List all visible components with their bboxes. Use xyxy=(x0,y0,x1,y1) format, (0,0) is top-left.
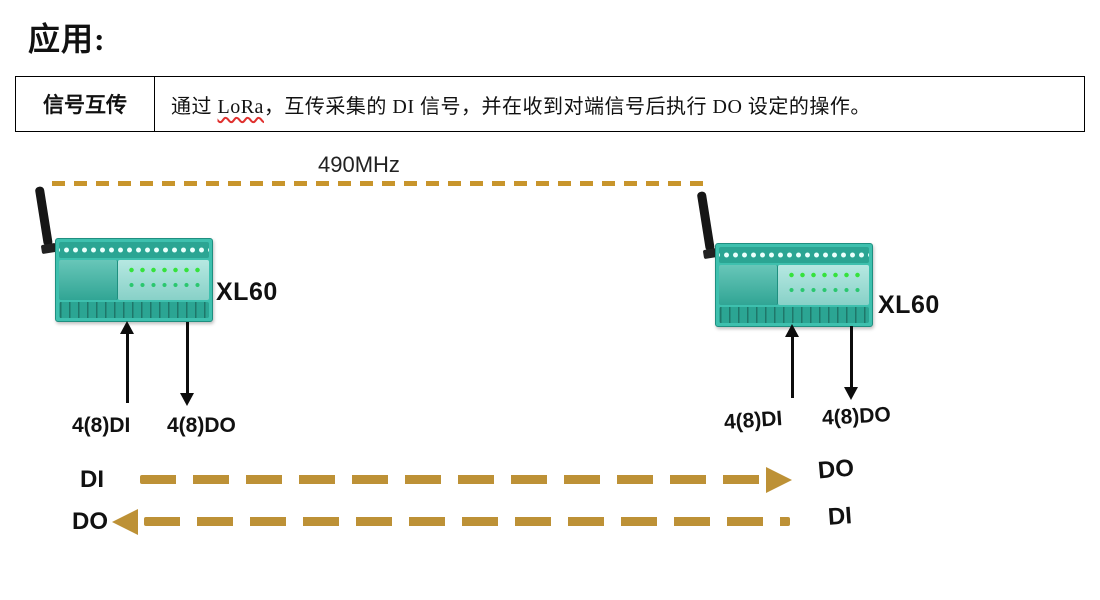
description-pre: 通过 xyxy=(171,95,218,118)
do-output-arrow-left xyxy=(180,322,194,406)
arrow-shaft xyxy=(125,331,129,403)
arrowhead-down-icon xyxy=(844,387,858,400)
device-module-panel xyxy=(59,260,118,300)
flow1-dashed-line xyxy=(140,475,766,484)
antenna-icon xyxy=(696,191,715,252)
device-body xyxy=(55,238,213,322)
device-model-label-right: XL60 xyxy=(878,291,940,319)
led-row-icon xyxy=(126,267,201,273)
do-output-arrow-right xyxy=(844,326,858,400)
device-module-panel xyxy=(719,265,778,305)
device-face xyxy=(59,260,209,300)
antenna-icon xyxy=(34,186,53,247)
description-post: ，互传采集的 DI 信号，并在收到对端信号后执行 DO 设定的操作。 xyxy=(263,95,871,118)
table-row: 信号互传 通过 LoRa，互传采集的 DI 信号，并在收到对端信号后执行 DO … xyxy=(15,76,1085,132)
flow2-arrowhead-left-icon xyxy=(112,509,138,535)
rf-link-dashed-line xyxy=(52,181,712,186)
page-title: 应用: xyxy=(28,21,106,57)
do-count-label-left: 4(8)DO xyxy=(167,414,236,437)
device-left xyxy=(55,238,213,322)
di-input-arrow-right xyxy=(785,324,799,398)
terminal-strip-bottom xyxy=(719,307,869,323)
signal-transfer-header: 信号互传 xyxy=(15,76,155,132)
flow2-dashed-line xyxy=(144,517,790,526)
flow1-arrowhead-right-icon xyxy=(766,467,792,493)
led-row-icon xyxy=(786,272,861,278)
description-cell: 通过 LoRa，互传采集的 DI 信号，并在收到对端信号后执行 DO 设定的操作… xyxy=(154,76,1085,132)
arrowhead-down-icon xyxy=(180,393,194,406)
terminal-strip-top xyxy=(59,242,209,258)
arrow-shaft xyxy=(849,326,853,390)
flow2-do-label: DO xyxy=(72,508,108,535)
lora-term: LoRa xyxy=(217,95,264,118)
do-count-label-right: 4(8)DO xyxy=(821,403,892,430)
arrowhead-up-icon xyxy=(785,324,799,337)
led-row-icon xyxy=(126,282,201,288)
di-count-label-right: 4(8)DI xyxy=(723,406,784,435)
application-table: 信号互传 通过 LoRa，互传采集的 DI 信号，并在收到对端信号后执行 DO … xyxy=(15,76,1085,132)
device-right xyxy=(715,243,873,327)
arrow-shaft xyxy=(185,322,189,396)
terminal-strip-top xyxy=(719,247,869,263)
frequency-label: 490MHz xyxy=(318,152,400,177)
di-input-arrow-left xyxy=(120,321,134,403)
device-face xyxy=(719,265,869,305)
led-row-icon xyxy=(786,287,861,293)
arrow-shaft xyxy=(790,334,794,398)
device-model-label-left: XL60 xyxy=(216,278,278,306)
device-led-panel xyxy=(118,260,209,300)
di-count-label-left: 4(8)DI xyxy=(72,414,131,437)
flow2-di-label: DI xyxy=(827,502,853,531)
arrowhead-up-icon xyxy=(120,321,134,334)
device-led-panel xyxy=(778,265,869,305)
flow1-do-label: DO xyxy=(816,454,856,485)
terminal-strip-bottom xyxy=(59,302,209,318)
device-body xyxy=(715,243,873,327)
flow1-di-label: DI xyxy=(80,466,104,493)
